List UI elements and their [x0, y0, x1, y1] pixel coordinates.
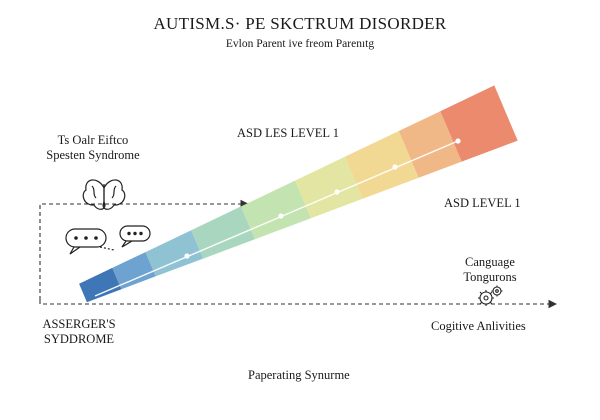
label-bottom-left-line1: ASSERGER'S: [42, 317, 116, 331]
spectrum-segment: [112, 252, 156, 290]
spectrum-progress-line: [94, 138, 461, 297]
diagram-subtitle: Evlon Parent ive freom Parenıtg: [225, 38, 375, 50]
label-bottom-right: Cogitive Anlivities: [431, 319, 526, 333]
spectrum-segment: [241, 180, 311, 240]
marker-dot: [392, 164, 398, 170]
label-left-top-line2: Spesten Syndrome: [46, 148, 140, 162]
diagram-title: AUTISM.S· PE SKCTRUM DISORDER: [153, 14, 447, 33]
dashed-arrow-lower: [39, 299, 558, 309]
speech-bubbles-icon: [65, 225, 151, 255]
label-right-mid: ASD LEVEL 1: [444, 196, 521, 210]
label-left-top-line1: Ts Oalr Eiftco: [57, 133, 129, 147]
brain-icon: [82, 179, 126, 210]
label-left-top: Ts Oalr Eiftco Spesten Syndrome: [18, 133, 168, 163]
marker-dot: [278, 213, 284, 219]
label-bottom-left-line2: SYDDROME: [43, 332, 115, 346]
spectrum-segment: [145, 230, 204, 277]
label-right-lower: Canguage Tongurons: [425, 255, 555, 285]
marker-dot: [455, 138, 461, 144]
gears-icon: [478, 285, 503, 306]
label-center-top: ASD LES LEVEL 1: [237, 126, 339, 140]
spectrum-segment: [191, 206, 255, 259]
marker-dot: [184, 253, 190, 259]
label-bottom-center: Paperating Synurme: [248, 368, 350, 382]
label-right-lower-line2: Tongurons: [463, 270, 517, 284]
marker-dot: [334, 189, 340, 195]
spectrum-segment: [398, 111, 462, 178]
label-bottom-left: ASSERGER'S SYDDROME: [14, 317, 144, 347]
dashed-arrow-upper: [39, 199, 250, 300]
label-right-lower-line1: Canguage: [465, 255, 515, 269]
spectrum-segment: [79, 267, 122, 303]
